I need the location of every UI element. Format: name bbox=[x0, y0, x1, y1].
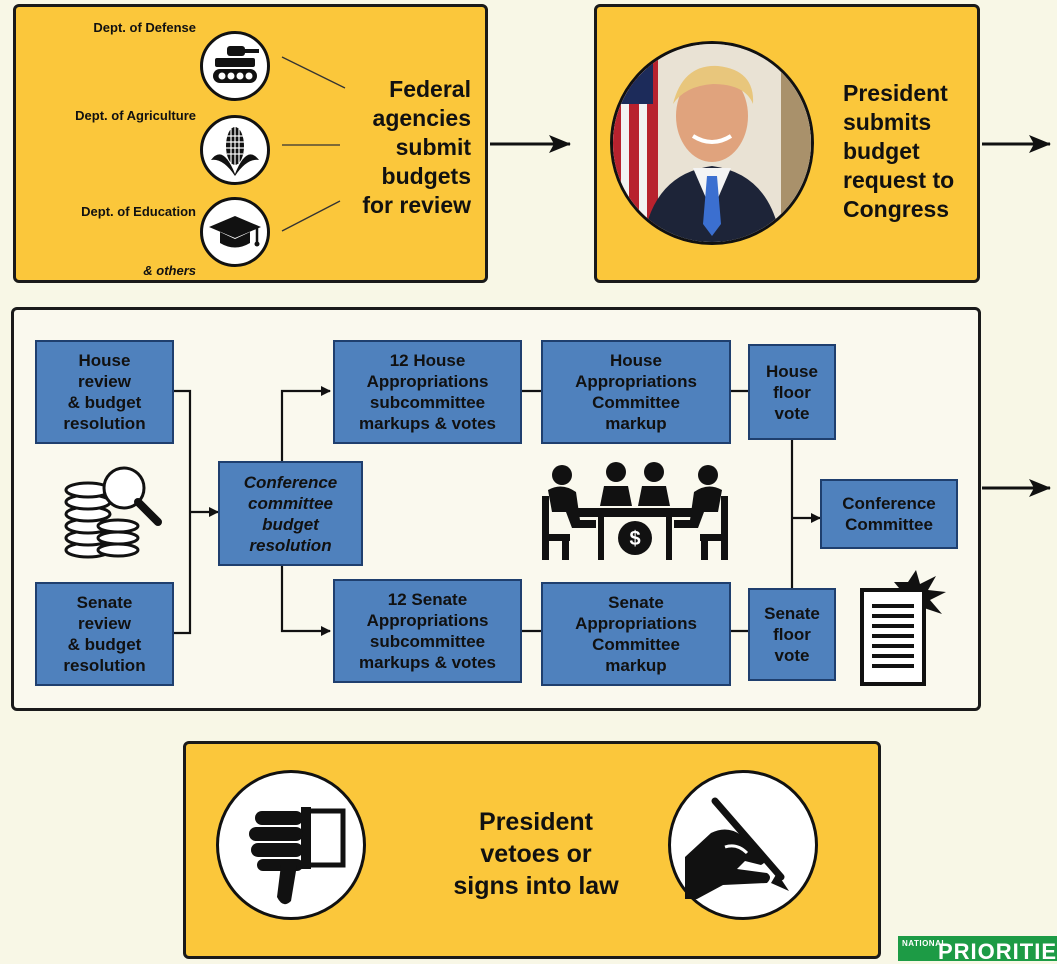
decision-line-3: signs into law bbox=[453, 872, 619, 900]
senate-subcommittee-line-3: subcommittee bbox=[369, 632, 486, 651]
thumbs-down-icon bbox=[216, 770, 366, 920]
president-request-text: President submits budget request to Cong… bbox=[843, 79, 983, 224]
graduation-cap-icon bbox=[200, 197, 270, 267]
president-line-4: request to bbox=[843, 167, 955, 193]
conference-committee-box: Conference Committee bbox=[820, 479, 958, 549]
senate-committee-line-2: Appropriations bbox=[575, 614, 697, 633]
decision-line-1: President bbox=[479, 808, 593, 836]
senate-committee-line-1: Senate bbox=[608, 593, 664, 612]
conference-committee-line-2: Committee bbox=[845, 515, 933, 534]
president-line-1: President bbox=[843, 80, 948, 106]
senate-subcommittee-line-1: 12 Senate bbox=[387, 590, 468, 609]
decision-line-2: vetoes or bbox=[480, 840, 592, 868]
senate-subcommittee-box: 12 Senate Appropriations subcommittee ma… bbox=[333, 579, 522, 683]
national-priorities-logo: NATIONAL PRIORITIE bbox=[898, 936, 1057, 964]
house-subcommittee-line-3: subcommittee bbox=[369, 393, 486, 412]
house-floor-line-1: House bbox=[766, 361, 818, 381]
house-floor-vote-box: House floor vote bbox=[748, 344, 836, 440]
senate-subcommittee-line-4: markups & votes bbox=[359, 653, 496, 672]
house-floor-line-3: vote bbox=[774, 403, 810, 423]
conference-resolution-line-1: Conference bbox=[243, 472, 338, 492]
house-committee-box: House Appropriations Committee markup bbox=[541, 340, 731, 444]
conference-committee-line-1: Conference bbox=[842, 494, 936, 513]
house-subcommittee-line-2: Appropriations bbox=[366, 372, 489, 391]
senate-review-line-4: resolution bbox=[63, 656, 146, 675]
senate-review-line-1: Senate bbox=[76, 593, 133, 612]
house-committee-line-3: Committee bbox=[592, 393, 680, 412]
president-line-3: budget bbox=[843, 138, 920, 164]
house-review-line-3: & budget bbox=[67, 393, 142, 412]
agencies-line-2: agencies bbox=[372, 105, 471, 131]
document-icon bbox=[856, 568, 974, 690]
dept-education-label: Dept. of Education bbox=[81, 204, 196, 219]
logo-small-text: NATIONAL bbox=[902, 939, 947, 948]
house-committee-line-4: markup bbox=[605, 414, 667, 433]
senate-subcommittee-line-2: Appropriations bbox=[366, 611, 489, 630]
house-review-box: House review & budget resolution bbox=[35, 340, 174, 444]
coins-magnifier-icon bbox=[60, 460, 170, 560]
senate-review-box: Senate review & budget resolution bbox=[35, 582, 174, 686]
conference-resolution-line-2: committee bbox=[247, 493, 334, 513]
senate-floor-line-2: floor bbox=[773, 625, 811, 644]
house-subcommittee-box: 12 House Appropriations subcommittee mar… bbox=[333, 340, 522, 444]
house-subcommittee-line-4: markups & votes bbox=[359, 414, 496, 433]
house-committee-line-2: Appropriations bbox=[575, 372, 697, 391]
conference-resolution-box: Conference committee budget resolution bbox=[218, 461, 363, 566]
others-label: & others bbox=[143, 263, 196, 278]
president-decision-box: President vetoes or signs into law bbox=[183, 741, 881, 959]
house-review-line-4: resolution bbox=[63, 414, 146, 433]
president-line-5: Congress bbox=[843, 196, 950, 222]
senate-committee-line-3: Committee bbox=[592, 635, 680, 654]
senate-committee-box: Senate Appropriations Committee markup bbox=[541, 582, 731, 686]
agencies-line-1: Federal bbox=[389, 76, 471, 102]
president-photo bbox=[610, 41, 814, 245]
senate-committee-line-4: markup bbox=[605, 656, 667, 675]
senate-floor-line-1: Senate bbox=[764, 604, 820, 623]
logo-big-text: PRIORITIE bbox=[938, 939, 1057, 964]
house-review-line-2: review bbox=[78, 372, 131, 391]
house-committee-line-1: House bbox=[610, 351, 662, 370]
svg-text:$: $ bbox=[629, 528, 640, 550]
agencies-line-3: submit bbox=[395, 134, 471, 160]
signing-hand-icon bbox=[668, 770, 818, 920]
house-review-line-1: House bbox=[78, 351, 131, 370]
house-subcommittee-line-1: 12 House bbox=[389, 351, 466, 370]
president-decision-text: President vetoes or signs into law bbox=[416, 806, 656, 902]
tank-icon bbox=[200, 31, 270, 101]
president-line-2: submits bbox=[843, 109, 932, 135]
agencies-line-4: budgets bbox=[381, 163, 471, 189]
senate-floor-line-3: vote bbox=[774, 646, 810, 665]
corn-icon bbox=[200, 115, 270, 185]
senate-floor-vote-box: Senate floor vote bbox=[748, 588, 836, 681]
senate-review-line-3: & budget bbox=[67, 635, 142, 654]
conference-resolution-line-3: budget bbox=[262, 514, 319, 534]
agencies-text: Federal agencies submit budgets for revi… bbox=[336, 75, 471, 220]
president-request-box: President submits budget request to Cong… bbox=[594, 4, 980, 283]
meeting-table-icon: $ bbox=[540, 462, 730, 562]
house-floor-line-2: floor bbox=[773, 382, 811, 402]
dept-agriculture-label: Dept. of Agriculture bbox=[75, 108, 196, 123]
senate-review-line-2: review bbox=[78, 614, 131, 633]
agencies-box: Dept. of Defense Dept. of Agriculture De… bbox=[13, 4, 488, 283]
dept-defense-label: Dept. of Defense bbox=[93, 20, 196, 35]
agencies-line-5: for review bbox=[362, 192, 471, 218]
conference-resolution-line-4: resolution bbox=[249, 535, 332, 555]
